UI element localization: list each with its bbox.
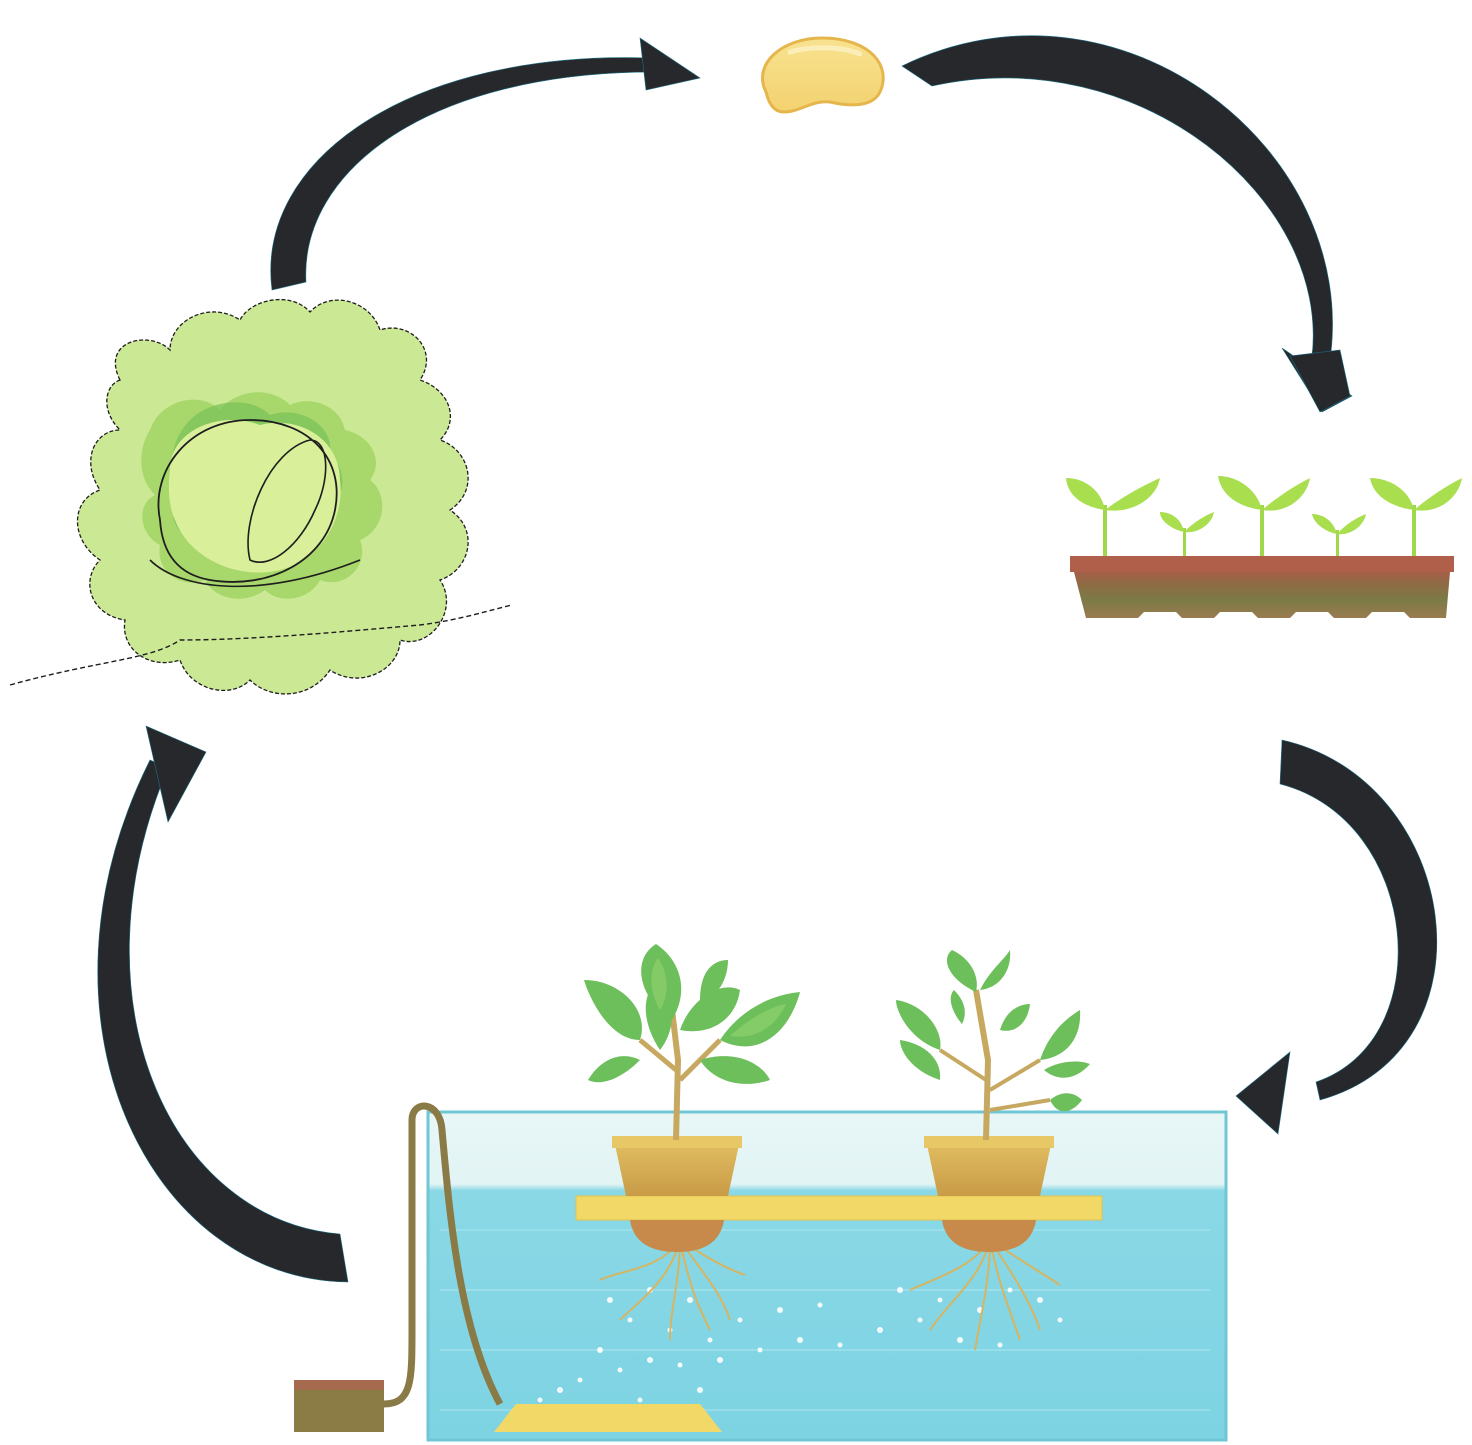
- arrow-seed-to-seedlings: [902, 36, 1352, 412]
- lettuce-icon: [10, 300, 512, 694]
- arrow-lettuce-to-seed: [271, 38, 700, 290]
- hydroponic-tank-icon: [294, 944, 1226, 1440]
- arrow-tank-to-lettuce: [98, 726, 348, 1282]
- seed-icon: [763, 38, 884, 112]
- water-tank: [428, 1112, 1226, 1440]
- arrow-seedlings-to-tank: [1236, 740, 1437, 1134]
- sprouts: [1066, 476, 1462, 560]
- tray-rim: [1070, 556, 1454, 572]
- air-stone: [494, 1404, 722, 1432]
- floating-raft: [576, 1196, 1102, 1220]
- seedling-tray-icon: [1066, 476, 1462, 618]
- tray-cells: [1074, 572, 1450, 618]
